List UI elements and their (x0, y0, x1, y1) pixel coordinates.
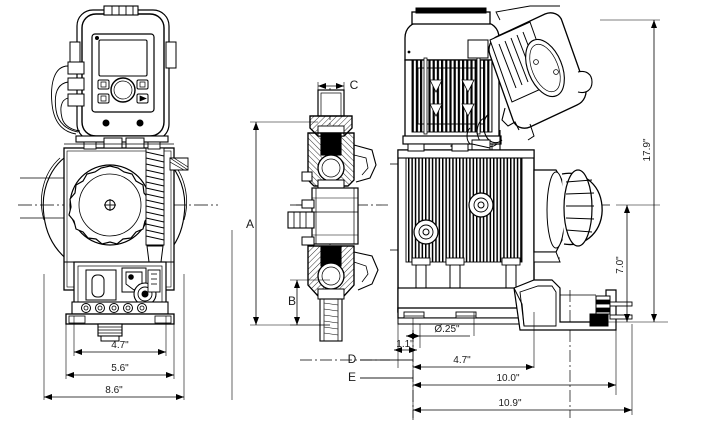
dim-label-b: B (288, 294, 296, 308)
dim-label-e: E (348, 370, 356, 384)
dim-a: A (246, 122, 259, 325)
front-controller-body (69, 5, 177, 141)
dim-label-1-1: 1.1" (396, 339, 414, 350)
dim-label-a: A (246, 217, 254, 231)
side-controller (488, 5, 593, 141)
dim-7-0: 7.0" (615, 205, 630, 322)
dim-10-9: 10.9" (413, 398, 632, 413)
front-adjustment-knob (68, 164, 151, 246)
side-pump-head (533, 169, 603, 263)
dim-c: C (318, 78, 359, 92)
dim-label-17-9: 17.9" (642, 138, 653, 161)
front-view-group (18, 5, 233, 400)
dim-label-7-0: 7.0" (615, 256, 626, 274)
dim-5-6-front: 5.6" (66, 363, 174, 378)
dim-label-dia-25: Ø.25" (434, 324, 460, 335)
dim-e: E (348, 370, 413, 384)
section-cylinder-body (311, 187, 359, 245)
front-mounting-plate (64, 135, 174, 150)
front-vent-plate (169, 157, 189, 171)
section-outlet-tube (319, 298, 343, 342)
dim-label-4-7-front: 4.7" (111, 340, 129, 351)
dim-label-c: C (350, 78, 359, 92)
side-gearbox-housing (390, 143, 551, 325)
side-bracket (513, 279, 633, 331)
dim-1-1: 1.1" (394, 339, 417, 353)
dim-4-7-front: 4.7" (74, 340, 166, 355)
side-view-group (360, 5, 668, 420)
section-top-fitting (309, 89, 353, 137)
dim-label-d: D (348, 352, 357, 366)
dim-label-5-6: 5.6" (111, 363, 129, 374)
front-cable-glands (51, 61, 85, 135)
front-extension-lines (43, 230, 233, 400)
side-view-dimensions: Ø.25" 1.1" 4.7" 10.0" 10.9" D E (348, 20, 657, 413)
dim-label-4-7-side: 4.7" (453, 355, 471, 366)
dim-10-0: 10.0" (413, 373, 616, 388)
dim-label-10-0: 10.0" (496, 373, 519, 384)
dim-label-8-6: 8.6" (105, 385, 123, 396)
section-side-ports (287, 171, 315, 246)
dim-dia-25: Ø.25" (406, 324, 470, 339)
side-motor (402, 7, 502, 151)
dim-label-10-9: 10.9" (498, 398, 521, 409)
dim-d: D (348, 352, 413, 366)
section-upper-valve (307, 132, 377, 190)
dim-8-6-front: 8.6" (44, 385, 184, 400)
front-flex-conduit (145, 147, 165, 277)
front-view-dimensions: 4.7" 5.6" 8.6" (44, 340, 184, 400)
section-view-dimensions: C A B (246, 78, 359, 325)
dim-4-7-side: 4.7" (413, 355, 534, 370)
section-view-group (250, 82, 390, 361)
front-pump-head-assembly (65, 261, 175, 342)
dim-b: B (288, 280, 300, 325)
section-lower-valve (307, 245, 379, 300)
dim-17-9: 17.9" (642, 20, 657, 322)
